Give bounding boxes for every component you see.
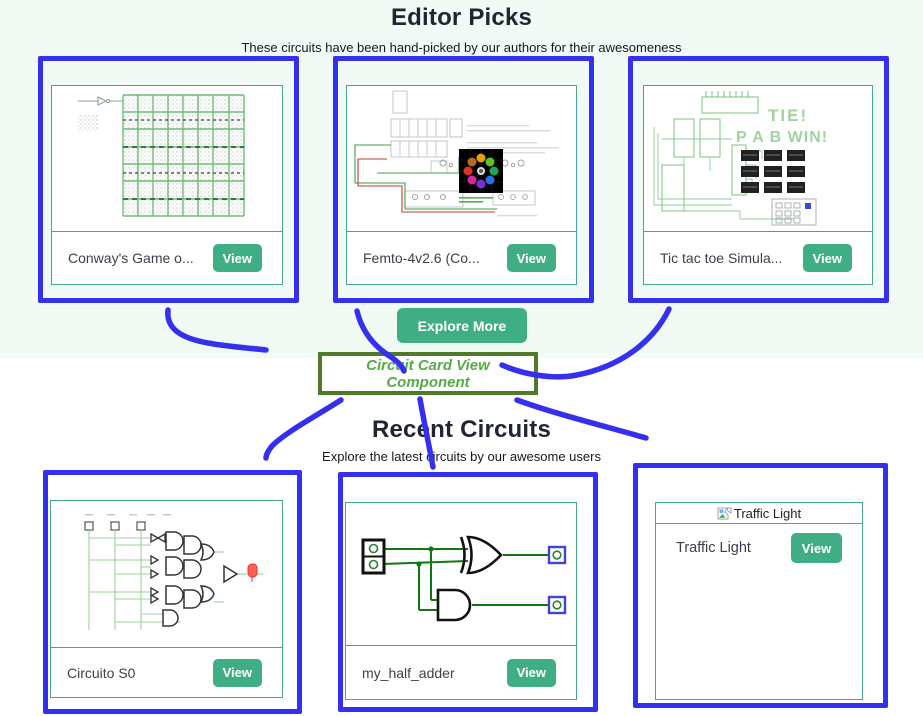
- circuit-card: Femto-4v2.6 (Co... View: [346, 85, 577, 285]
- circuit-card: Conway's Game o... View: [51, 85, 283, 285]
- broken-thumbnail-strip: Traffic Light: [656, 503, 862, 524]
- annotation-rect-card-2: [333, 56, 594, 303]
- annotation-rect-card-3: [628, 56, 889, 303]
- circuit-thumbnail-container: [346, 503, 576, 646]
- circuit-card: my_half_adder View: [345, 502, 577, 700]
- circuit-card-footer: Traffic Light View: [656, 533, 862, 563]
- component-annotation-label: Circuit Card View Component: [366, 356, 490, 391]
- thumbnail-text-winner: P A B WIN!: [736, 129, 828, 146]
- view-button[interactable]: View: [791, 533, 842, 563]
- view-button[interactable]: View: [802, 244, 852, 272]
- annotation-rect-card-6: [633, 463, 888, 708]
- circuit-thumbnail-container: [51, 501, 282, 648]
- conways-game-of-life-thumbnail: [78, 93, 245, 217]
- circuit-title: Conway's Game o...: [68, 250, 194, 266]
- circuit-title: Circuito S0: [67, 664, 136, 681]
- circuit-card-footer: Femto-4v2.6 (Co... View: [347, 232, 576, 284]
- circuit-card: Traffic Light Traffic Light View: [655, 502, 863, 700]
- component-annotation-box: Circuit Card View Component: [318, 352, 538, 395]
- view-button[interactable]: View: [506, 244, 556, 272]
- view-button[interactable]: View: [506, 658, 556, 687]
- circuit-title: my_half_adder: [362, 664, 455, 681]
- circuito-s0-thumbnail: [84, 513, 263, 630]
- recent-circuits-subtitle: Explore the latest circuits by our aweso…: [322, 449, 601, 464]
- circuit-title: Femto-4v2.6 (Co...: [363, 250, 480, 266]
- recent-circuits-title: Recent Circuits: [371, 416, 552, 443]
- circuit-thumbnail-container: TIE! P A B WIN!: [644, 86, 872, 232]
- circuit-card: TIE! P A B WIN!: [643, 85, 873, 285]
- circuit-thumbnail-container: [347, 86, 576, 232]
- tic-tac-toe-thumbnail: TIE! P A B WIN!: [653, 90, 828, 225]
- broken-image-alt-text: Traffic Light: [733, 505, 802, 521]
- explore-more-button[interactable]: Explore More: [397, 308, 527, 343]
- circuit-card-footer: my_half_adder View: [346, 646, 576, 699]
- annotation-rect-card-4: [43, 470, 302, 714]
- view-button[interactable]: View: [212, 658, 262, 687]
- thumbnail-text-tie: TIE!: [768, 106, 808, 125]
- circuit-title: Tic tac toe Simula...: [660, 250, 783, 266]
- femto-4-thumbnail: [354, 90, 559, 216]
- circuit-card-footer: Conway's Game o... View: [52, 232, 282, 284]
- circuit-card-footer: Tic tac toe Simula... View: [644, 232, 872, 284]
- editor-picks-title: Editor Picks: [390, 4, 533, 31]
- circuit-card: Circuito S0 View: [50, 500, 283, 698]
- view-button[interactable]: View: [212, 244, 262, 272]
- circuit-thumbnail-container: [52, 86, 282, 232]
- annotation-rect-card-1: [38, 56, 299, 303]
- half-adder-thumbnail: [361, 535, 567, 621]
- editor-picks-subtitle: These circuits have been hand-picked by …: [241, 40, 682, 55]
- broken-image-icon: [717, 507, 732, 519]
- circuit-card-footer: Circuito S0 View: [51, 648, 282, 697]
- annotation-rect-card-5: [338, 472, 598, 712]
- circuit-title: Traffic Light: [676, 540, 751, 556]
